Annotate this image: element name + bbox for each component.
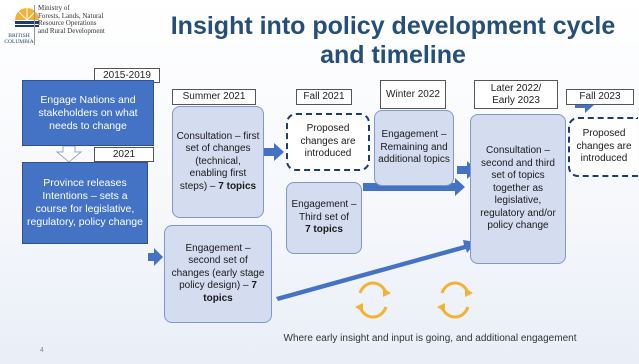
cycle-arrows-right-icon [440, 281, 470, 319]
period-summer-2021: Summer 2021 [172, 89, 256, 105]
long-diagonal-arrow-icon [276, 240, 476, 301]
ministry-line: Ministry of [38, 4, 70, 12]
later-consultation-box: Consultation – second and third set of t… [470, 114, 566, 264]
summer-engagement-text: Engagement – second set of changes (earl… [171, 242, 265, 292]
ministry-line: and Rural Development [38, 26, 105, 35]
down-arrow-icon [55, 145, 83, 163]
period-later-2022: Later 2022/ Early 2023 [474, 80, 558, 109]
summer-engagement-box: Engagement – second set of changes (earl… [164, 225, 272, 323]
logo-name-line: COLUMBIA [4, 39, 34, 45]
ministry-line: Forests, Lands, Natural [38, 11, 104, 20]
period-winter-2022: Winter 2022 [380, 80, 446, 109]
fall-engagement-text: Engagement – Third set of [291, 199, 357, 223]
stage-engage-nations: Engage Nations and stakeholders on what … [22, 80, 154, 146]
summer-consultation-topics: 7 topics [218, 180, 257, 192]
period-2021: 2021 [94, 147, 154, 162]
fall-2023-proposed-box: Proposed changes are introduced [568, 117, 638, 177]
summer-consultation-text: Consultation – first set of changes (tec… [176, 130, 260, 192]
cycle-arrows-left-icon [358, 281, 388, 319]
winter-engagement-box: Engagement – Remaining and additional to… [374, 110, 454, 186]
arrow-left-to-engagement-icon [148, 248, 163, 266]
ministry-name: Ministry of Forests, Lands, Natural Reso… [38, 4, 156, 35]
logo-name: BRITISH COLUMBIA [2, 33, 36, 45]
period-fall-2021: Fall 2021 [296, 89, 352, 105]
logo-name-line: BRITISH [8, 33, 30, 39]
arrow-engagement2-icon [363, 178, 465, 196]
page-title: Insight into policy development cycle an… [170, 12, 616, 69]
summer-consultation-box: Consultation – first set of changes (tec… [172, 106, 264, 218]
bc-sun-logo-icon [15, 5, 39, 27]
ministry-line: Resource Operations [38, 19, 97, 28]
period-fall-2023: Fall 2023 [566, 89, 634, 105]
fall-2021-proposed-box: Proposed changes are introduced [286, 113, 370, 171]
fall-engagement-topics: 7 topics [305, 224, 343, 236]
logo-divider [34, 5, 35, 45]
arrow-summer-to-fall-icon [264, 143, 284, 161]
summer-engagement-topics: 7 topics [203, 280, 257, 304]
stage-province-intentions: Province releases Intentions – sets a co… [22, 162, 148, 244]
slide-number: 4 [40, 347, 44, 354]
cycle-caption: Where early insight and input is going, … [283, 333, 577, 344]
